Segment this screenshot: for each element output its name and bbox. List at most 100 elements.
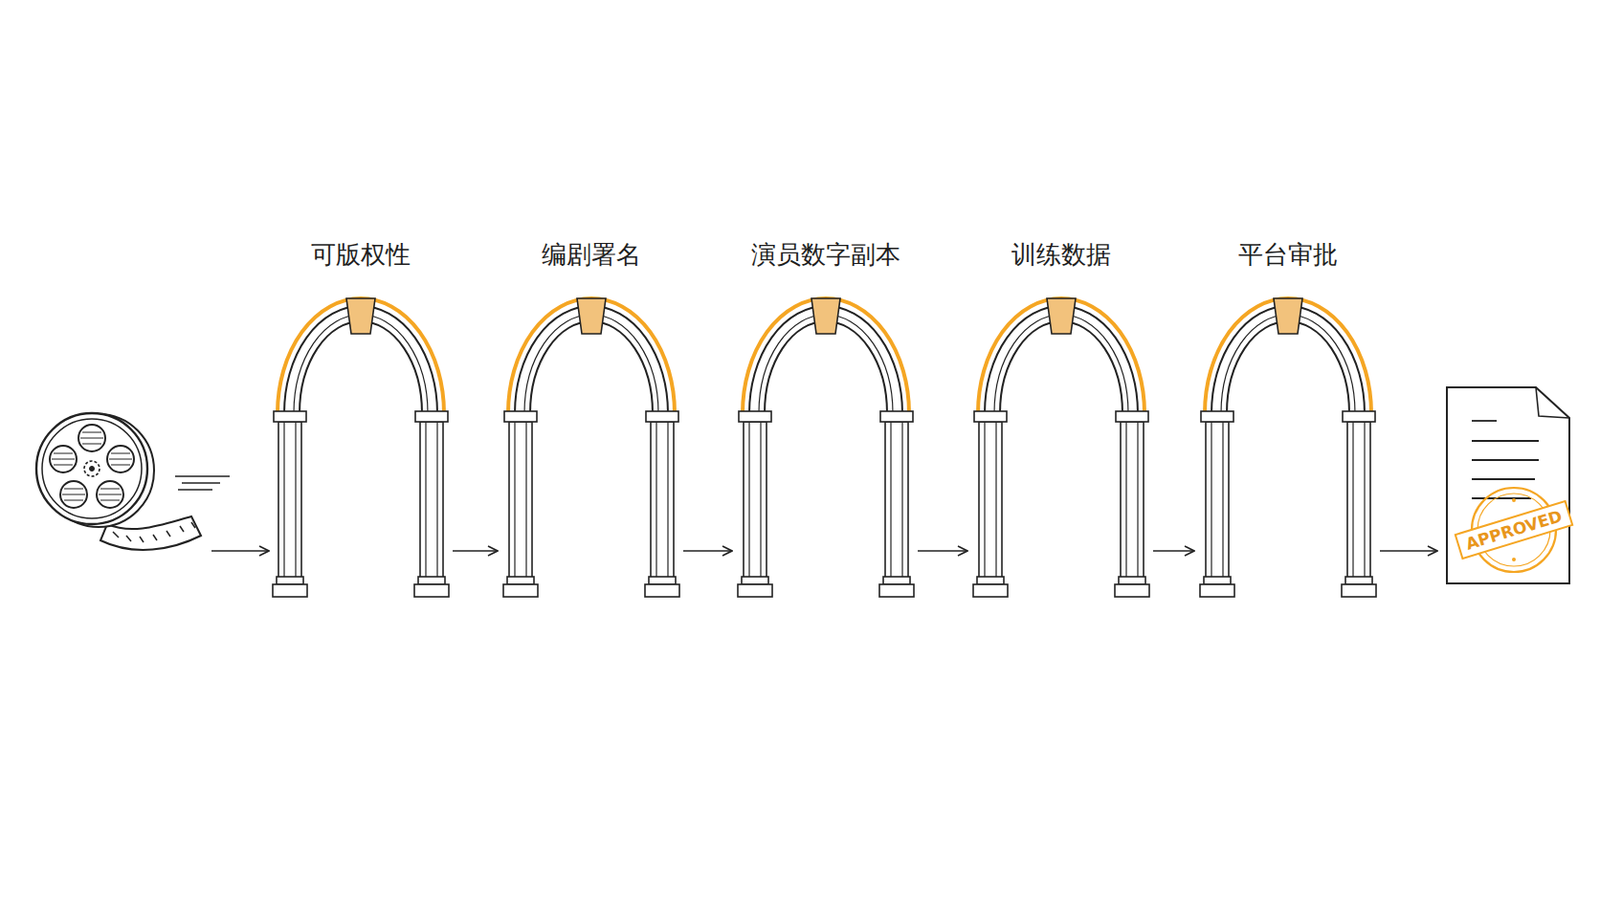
column-capital: [645, 411, 679, 423]
gate-arch: 编剧署名: [503, 234, 680, 599]
arch-outline: [1200, 234, 1377, 599]
gate-label: 编剧署名: [474, 234, 709, 275]
column-groove: [889, 422, 891, 579]
arch-outline: [503, 234, 680, 599]
column-base: [977, 577, 1004, 585]
column-base: [883, 577, 911, 585]
keystone: [1273, 298, 1303, 334]
motion-line: [177, 488, 213, 491]
column-plinth: [737, 584, 773, 598]
stamp-star: [1511, 557, 1516, 562]
arch-glow: [1204, 298, 1372, 414]
column-groove: [1136, 422, 1138, 579]
motion-line: [181, 482, 221, 485]
flow-arrow: [683, 550, 733, 553]
column-base: [648, 577, 676, 585]
column-shaft: [278, 422, 302, 579]
keystone: [1046, 298, 1076, 334]
column-plinth: [272, 584, 308, 598]
column-shaft: [1205, 422, 1229, 579]
column-shaft: [1347, 422, 1371, 579]
approved-document: APPROVED: [1443, 382, 1574, 588]
gate-label: 训练数据: [944, 234, 1178, 275]
stamp-banner: [1455, 501, 1573, 559]
keystone: [811, 298, 841, 334]
column-capital: [880, 411, 913, 423]
column-groove: [666, 422, 668, 579]
column-plinth: [644, 584, 680, 598]
column-groove: [655, 422, 657, 579]
gate-arch: 训练数据: [973, 234, 1150, 599]
column-base: [418, 577, 445, 585]
column-capital: [1115, 411, 1149, 423]
column-groove: [748, 422, 750, 579]
motion-lines: [175, 476, 230, 490]
column-shaft: [1120, 422, 1144, 579]
document-text-line: [1471, 440, 1539, 443]
column-groove: [436, 422, 438, 579]
keystone: [346, 298, 376, 334]
arch-outline: [737, 234, 914, 599]
film-reel: [36, 413, 201, 551]
document-text-line: [1471, 497, 1532, 500]
arch-shape: [1200, 298, 1377, 598]
column-groove: [1210, 422, 1212, 579]
column-groove: [513, 422, 515, 579]
column-groove: [1363, 422, 1365, 579]
reel-axle: [89, 466, 95, 472]
column-capital: [1200, 411, 1234, 423]
column-base: [1118, 577, 1146, 585]
entry-arrow: [211, 550, 269, 553]
stamp-star: [1511, 498, 1516, 503]
column-plinth: [414, 584, 449, 598]
column-groove: [283, 422, 285, 579]
arch-glow: [277, 298, 445, 414]
reel-rim: [36, 413, 148, 525]
arch-glow: [742, 298, 910, 414]
column-groove: [759, 422, 761, 579]
column-plinth: [1341, 584, 1377, 598]
reel-hub: [84, 461, 100, 477]
column-shaft: [509, 422, 533, 579]
column-groove: [1352, 422, 1354, 579]
column-plinth: [1114, 584, 1150, 598]
arch-glow: [508, 298, 675, 414]
film-sprockets: [112, 522, 196, 543]
flow-arrow: [452, 550, 498, 553]
document-text-line: [1471, 420, 1497, 423]
column-plinth: [503, 584, 538, 598]
column-groove: [424, 422, 426, 579]
column-base: [741, 577, 769, 585]
column-capital: [504, 411, 537, 423]
arch-outline: [272, 234, 449, 599]
column-groove: [995, 422, 997, 579]
arch-shape: [737, 298, 914, 598]
column-groove: [1125, 422, 1127, 579]
flow-arrow: [1153, 550, 1195, 553]
column-groove: [901, 422, 903, 579]
approval-stamp: [1455, 488, 1573, 573]
column-capital: [273, 411, 307, 423]
column-groove: [1222, 422, 1223, 579]
column-plinth: [1200, 584, 1235, 598]
arch-shape: [272, 298, 449, 598]
gate-label: 可版权性: [244, 234, 478, 275]
column-groove: [983, 422, 985, 579]
document-text-line: [1471, 478, 1535, 481]
arch-outline: [973, 234, 1150, 599]
column-shaft: [978, 422, 1002, 579]
motion-line: [175, 475, 230, 478]
column-base: [1345, 577, 1373, 585]
column-shaft: [650, 422, 674, 579]
arch-glow: [977, 298, 1145, 414]
reel-inner-rim: [42, 419, 142, 519]
reel-hole-hatching: [51, 432, 133, 501]
column-plinth: [973, 584, 1008, 598]
flow-arrow: [1379, 550, 1438, 553]
flow-arrow: [917, 550, 968, 553]
gate-label: 平台审批: [1171, 234, 1405, 275]
arch-shape: [973, 298, 1150, 598]
gate-label: 演员数字副本: [709, 234, 943, 275]
document-outline: [1443, 382, 1574, 588]
